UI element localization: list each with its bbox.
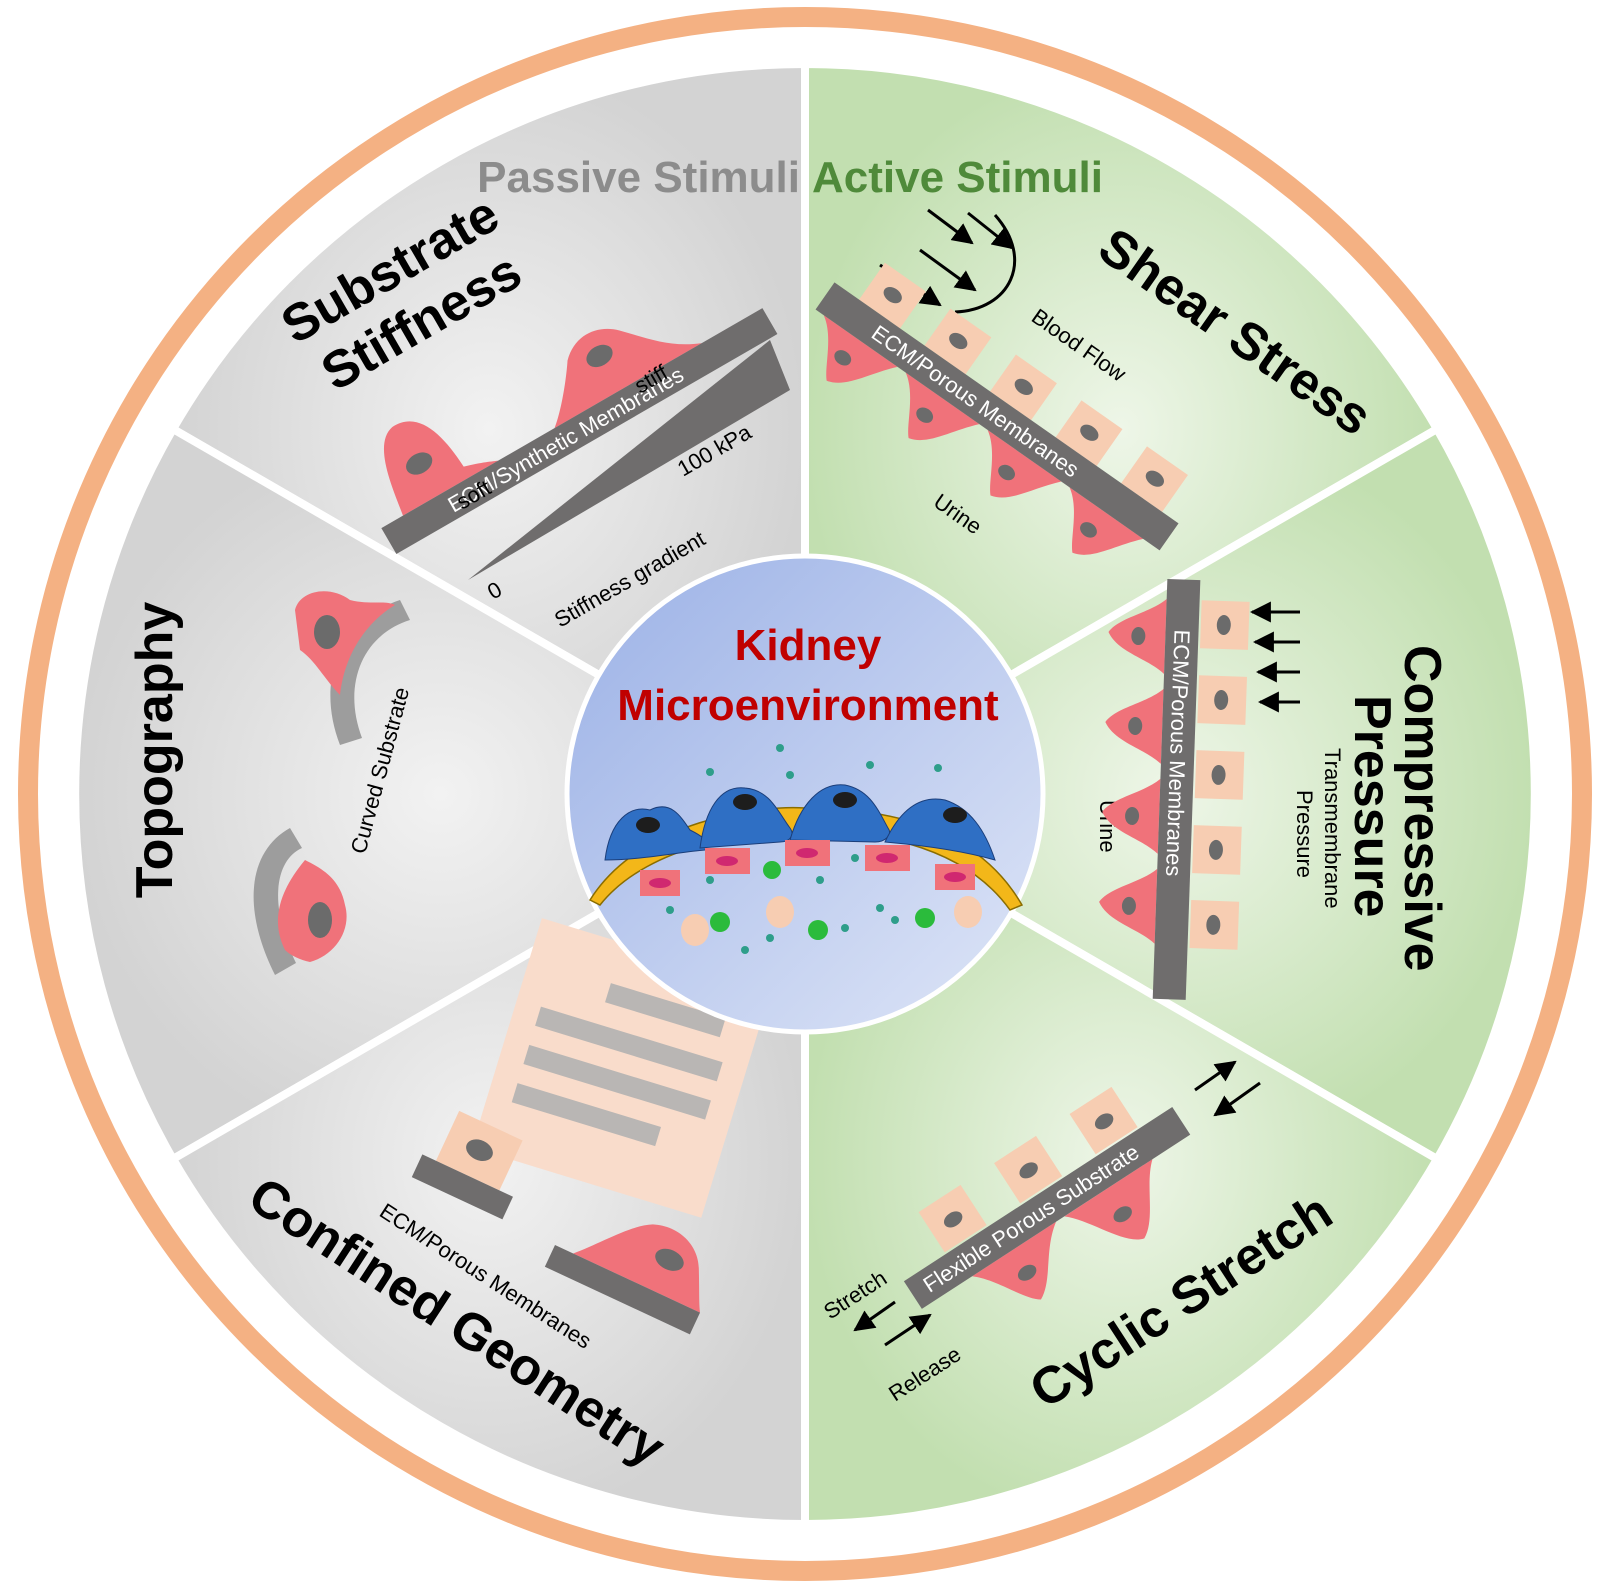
nucleus (1019, 1162, 1038, 1179)
nucleus (1145, 470, 1164, 487)
nucleus (1121, 896, 1136, 915)
compressive-title-1: Compressive (1393, 645, 1451, 972)
release-arrow-right-in (1213, 1081, 1261, 1117)
red-cell (1064, 1159, 1153, 1240)
nucleus (1211, 764, 1226, 785)
red-cell (987, 429, 1062, 498)
nucleus (1017, 1264, 1037, 1281)
nucleus (949, 332, 968, 350)
segment-substrate-stiffness (167, 59, 809, 801)
pattern-bar-2 (535, 1006, 723, 1082)
nucleus (834, 350, 852, 366)
active-stimuli-header: Active Stimuli (812, 153, 1103, 202)
nucleus (916, 407, 934, 423)
red-cell (1069, 487, 1144, 555)
nucleus (586, 344, 613, 368)
compressive-pressure-panel: Compressive Pressure Transmembrane Press… (1095, 579, 1451, 1000)
membrane-strip-large (544, 1245, 701, 1335)
nucleus (998, 464, 1015, 481)
nucleus (1131, 627, 1146, 646)
stretch-arrow-right-out (1194, 1060, 1237, 1092)
center-circle: Kidney Microenvironment (564, 553, 1046, 1035)
flow-arrow-2 (967, 211, 1014, 250)
release-arrow-left-in (884, 1313, 932, 1347)
segment-topography (71, 423, 813, 1165)
cell-upper (295, 591, 395, 695)
nucleus (943, 1211, 963, 1228)
scattered-particles (666, 744, 942, 954)
pattern-bar-1 (605, 983, 726, 1038)
blood-particles (681, 861, 982, 946)
nucleus (1216, 615, 1231, 636)
passive-stimuli-header: Passive Stimuli (477, 153, 800, 202)
flexible-porous-substrate-strip (903, 1106, 1191, 1309)
membrane-strip-small (411, 1154, 513, 1220)
porous-membrane-strip (1152, 579, 1201, 1000)
nucleus (1113, 1206, 1132, 1223)
stiffness-gradient-wedge (468, 340, 790, 580)
nucleus (883, 287, 902, 304)
outer-ring (18, 7, 1592, 1581)
curved-substrate-lower (253, 828, 302, 975)
compressive-title-2: Pressure (1343, 695, 1401, 918)
nucleus (1128, 716, 1143, 735)
transmembrane-label-1: Transmembrane (1320, 748, 1345, 909)
red-cell (823, 315, 898, 383)
nucleus (406, 452, 433, 475)
nucleus (1125, 806, 1140, 825)
nucleus (1206, 914, 1221, 935)
flow-arrow-3 (919, 248, 977, 292)
cell-soft (384, 421, 499, 516)
synthetic-membrane-strip (381, 308, 778, 555)
transmembrane-label-2: Pressure (1292, 790, 1317, 878)
center-title-1: Kidney (735, 621, 882, 670)
red-cell (972, 1221, 1057, 1300)
nucleus (1080, 522, 1097, 538)
nucleus (1080, 424, 1099, 441)
stretch-arrow-left-out (853, 1300, 896, 1332)
nucleus (1094, 1113, 1114, 1130)
nucleus (466, 1139, 493, 1162)
red-cell (905, 372, 980, 441)
nucleus (314, 615, 340, 649)
topography-title: Topography (126, 602, 184, 899)
nucleus (308, 902, 332, 938)
podocyte-nuclei (636, 792, 967, 833)
center-title-2: Microenvironment (617, 681, 999, 730)
nucleus (1214, 689, 1229, 710)
spread-cell (573, 1224, 701, 1313)
porous-membrane-strip (815, 282, 1179, 551)
nucleus (1014, 378, 1033, 396)
pattern-bar-4 (511, 1083, 662, 1147)
nucleus (1208, 839, 1223, 860)
flow-profile-arc (954, 214, 1017, 314)
pattern-bar-3 (523, 1044, 711, 1120)
nucleus (655, 1248, 684, 1271)
endothelial-cells (640, 840, 975, 896)
flow-arrow-1 (927, 208, 974, 245)
podocytes (604, 784, 996, 861)
